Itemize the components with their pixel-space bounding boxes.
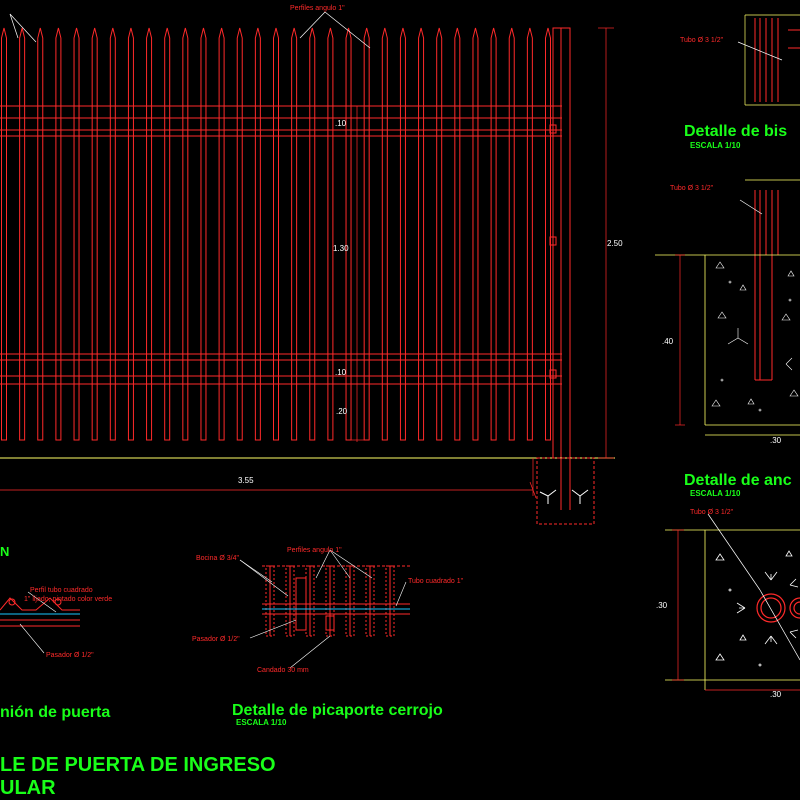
hinge-title: Detalle de bis — [684, 123, 787, 140]
gate-picket — [327, 27, 334, 441]
anchor-dim-depth: .40 — [662, 337, 674, 346]
gate-horizontal-rails — [0, 105, 562, 385]
anchor-plan-dim-side: .30 — [656, 601, 668, 610]
gate-picket — [146, 27, 153, 441]
gate-picket — [436, 27, 443, 441]
dim-width: 3.55 — [238, 476, 254, 485]
gate-picket — [182, 27, 189, 441]
union-note-line2: 1" lijado, pintado color verde — [24, 596, 112, 603]
gate-elevation: Perfiles angulo 1" .10 1.30 .10 .20 2.50… — [0, 5, 623, 559]
gate-picket — [164, 27, 171, 441]
union-detail: Perfil tubo cuadrado 1" lijado, pintado … — [0, 587, 112, 721]
gate-picket — [73, 27, 80, 441]
hinge-pipe-label: Tubo Ø 3 1/2" — [680, 37, 724, 44]
gate-picket — [526, 27, 533, 441]
gate-picket — [254, 27, 261, 441]
gate-picket — [218, 27, 225, 441]
anchor-title: Detalle de anc — [684, 472, 792, 489]
dim-rail-2: .10 — [335, 368, 347, 377]
anchor-plan-pipe-label: Tubo Ø 3 1/2" — [690, 509, 734, 516]
gate-footing — [0, 457, 615, 525]
gate-picket — [454, 27, 461, 441]
gate-picket — [345, 27, 352, 441]
latch-detail: Bocina Ø 3/4" Perfiles angulo 1" Tubo cu… — [192, 547, 464, 727]
sheet-title-line2: ULAR — [0, 777, 56, 799]
gate-picket — [236, 27, 243, 441]
latch-scale: ESCALA 1/10 — [236, 718, 287, 727]
hinge-scale: ESCALA 1/10 — [690, 141, 741, 150]
gate-picket — [545, 27, 551, 441]
gate-picket — [273, 27, 279, 441]
gate-picket — [309, 27, 316, 441]
anchor-plan-pipes — [756, 593, 800, 623]
gate-picket — [508, 27, 515, 441]
anchor-plan-dim-bottom: .30 — [770, 690, 782, 699]
gate-picket — [37, 27, 44, 441]
dim-bottom: .20 — [336, 407, 348, 416]
latch-padlock-label: Candado 30 mm — [257, 667, 309, 674]
dim-panel: 1.30 — [333, 244, 349, 253]
gate-pickets — [0, 27, 551, 441]
anchor-scale: ESCALA 1/10 — [690, 489, 741, 498]
union-pin-label: Pasador Ø 1/2" — [46, 652, 94, 659]
union-note-line1: Perfil tubo cuadrado — [30, 587, 93, 594]
gate-picket — [291, 27, 298, 441]
gate-picket — [381, 27, 388, 441]
gate-picket — [91, 27, 98, 441]
gate-picket — [200, 27, 207, 441]
gate-post — [549, 27, 571, 459]
gate-picket — [363, 27, 370, 441]
dim-rail-1: .10 — [335, 119, 347, 128]
gate-picket — [490, 27, 497, 441]
dim-total-height: 2.50 — [607, 239, 623, 248]
latch-angle-label: Perfiles angulo 1" — [287, 547, 342, 554]
gate-picket — [127, 27, 134, 441]
gate-picket — [55, 27, 62, 441]
latch-tube-label: Tubo cuadrado 1" — [408, 578, 464, 585]
latch-vertical-bars — [265, 565, 395, 637]
gate-picket — [0, 27, 7, 441]
anchor-dim-width: .30 — [770, 436, 782, 445]
elevation-title-fragment: N — [0, 544, 9, 559]
anchor-pipe-label: Tubo Ø 3 1/2" — [670, 185, 714, 192]
anchor-plan-rebars — [715, 550, 799, 667]
gate-picket — [472, 27, 479, 441]
latch-pin-label: Pasador Ø 1/2" — [192, 636, 240, 643]
latch-socket-label: Bocina Ø 3/4" — [196, 555, 239, 562]
top-leaders — [9, 11, 371, 49]
anchor-plan: Tubo Ø 3 1/2" .30 .30 — [656, 509, 800, 699]
latch-title: Detalle de picaporte cerrojo — [232, 702, 443, 719]
anchor-detail: Tubo Ø 3 1/2" .40 .30 Det — [655, 179, 800, 498]
gate-picket — [418, 27, 425, 441]
gate-picket — [19, 27, 26, 441]
gate-picket — [109, 27, 116, 441]
hinge-detail: Tubo Ø 3 1/2" Detalle de bis ESCALA 1/10 — [680, 14, 800, 150]
gate-picket — [399, 27, 406, 441]
top-angle-label: Perfiles angulo 1" — [290, 5, 345, 12]
sheet-title-line1: LE DE PUERTA DE INGRESO — [0, 754, 276, 776]
anchor-concrete-hatch — [711, 261, 799, 412]
vertical-dimensions — [350, 27, 614, 459]
horizontal-dimension — [0, 458, 537, 499]
union-title: nión de puerta — [0, 704, 110, 721]
